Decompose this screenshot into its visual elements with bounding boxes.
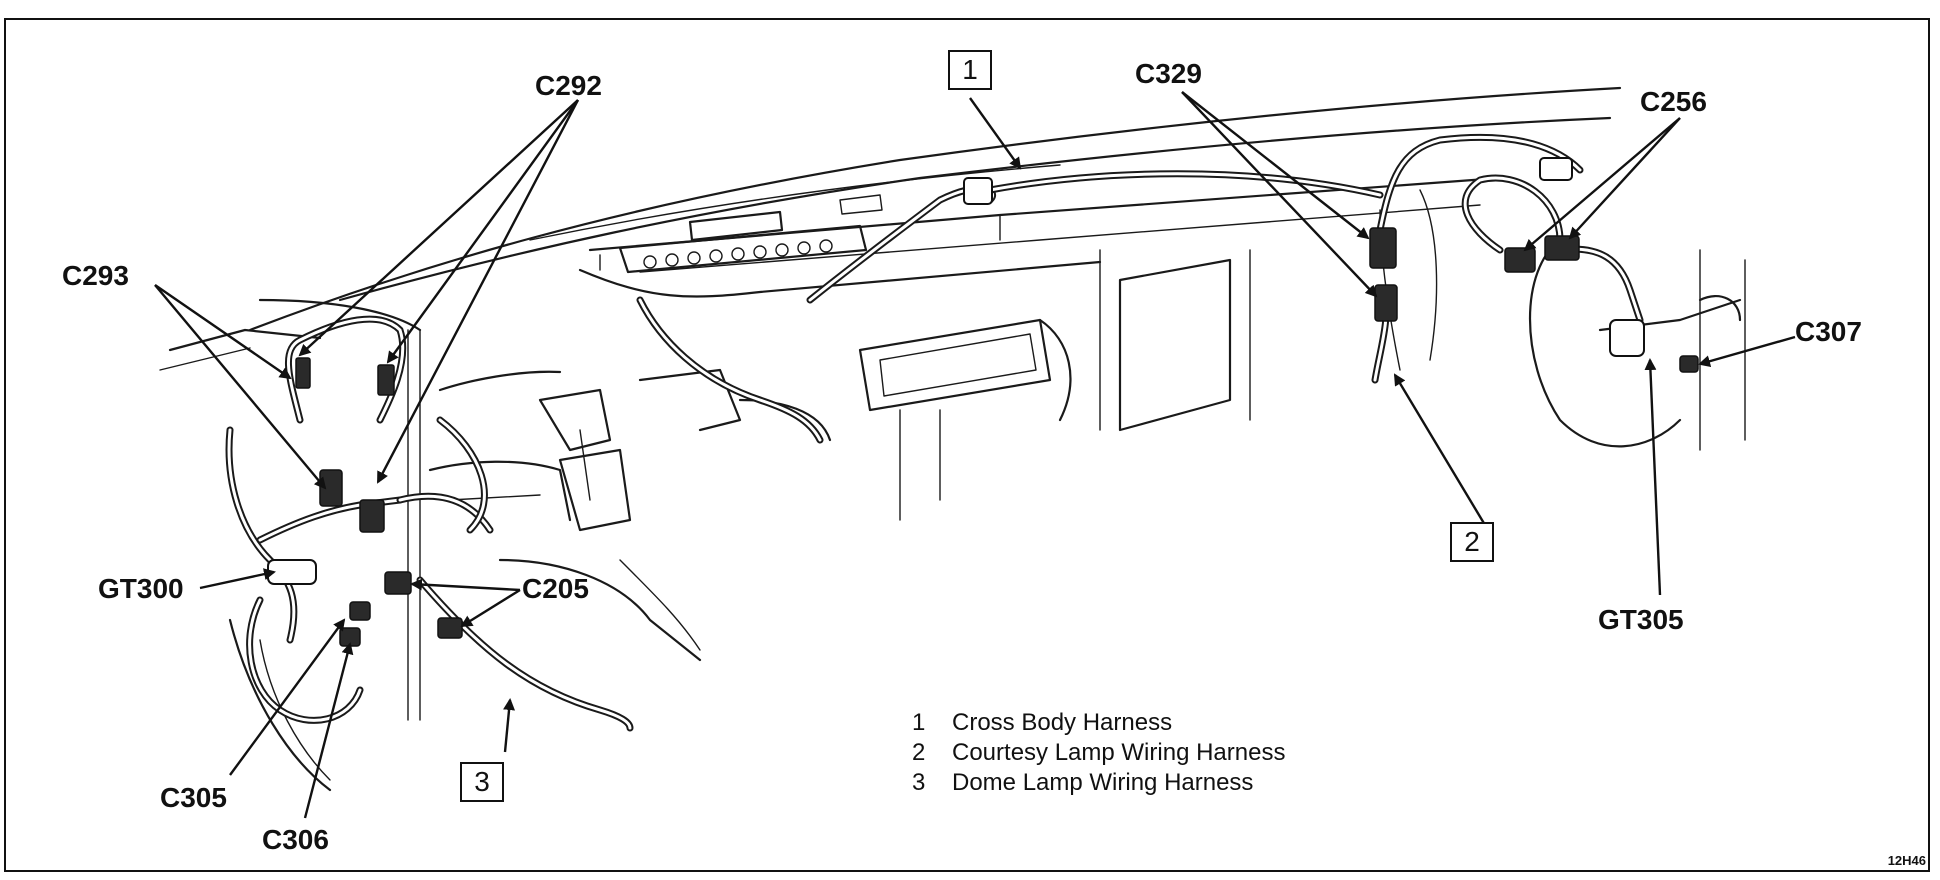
legend-number: 2 [912,739,926,766]
legend-text: Cross Body Harness [952,709,1173,736]
connector-shapes [267,157,1699,647]
legend: 1 Cross Body Harness 2 Courtesy Lamp Wir… [912,708,1285,798]
label-c292: C292 [535,70,602,101]
legend-number: 1 [912,709,926,736]
left-harness-bundle [225,296,824,724]
legend-item: 1 Cross Body Harness [912,708,1285,738]
label-c256: C256 [1640,86,1707,117]
leader-arrows [154,91,1796,819]
label-c306: C306 [262,824,329,855]
harness-box-1: 1 [948,50,992,90]
label-c293: C293 [62,260,129,291]
figure-code: 12H46 [1887,853,1926,868]
legend-number: 3 [912,769,926,796]
legend-item: 3 Dome Lamp Wiring Harness [912,768,1285,798]
label-c205: C205 [522,573,589,604]
label-c329: C329 [1135,58,1202,89]
label-c307: C307 [1795,316,1862,347]
label-gt300: GT300 [98,573,184,604]
label-c305: C305 [160,782,227,813]
label-gt305: GT305 [1598,604,1684,635]
dash-vent [858,249,1251,521]
legend-text: Dome Lamp Wiring Harness [952,769,1254,796]
legend-text: Courtesy Lamp Wiring Harness [952,739,1286,766]
legend-item: 2 Courtesy Lamp Wiring Harness [912,738,1285,768]
diagram-frame [4,18,1930,872]
harness-box-2: 2 [1450,522,1494,562]
harness-box-3: 3 [460,762,504,802]
instrument-panel-outline [248,86,1622,332]
